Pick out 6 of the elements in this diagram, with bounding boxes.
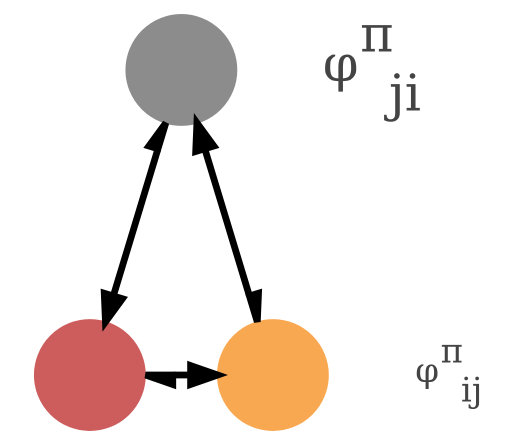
- node-circle: [216, 319, 329, 431]
- arrow: [100, 119, 170, 332]
- node-circle: [34, 319, 146, 431]
- node-circle: [125, 14, 238, 126]
- arrow: [192, 113, 262, 326]
- arrow: [142, 360, 228, 390]
